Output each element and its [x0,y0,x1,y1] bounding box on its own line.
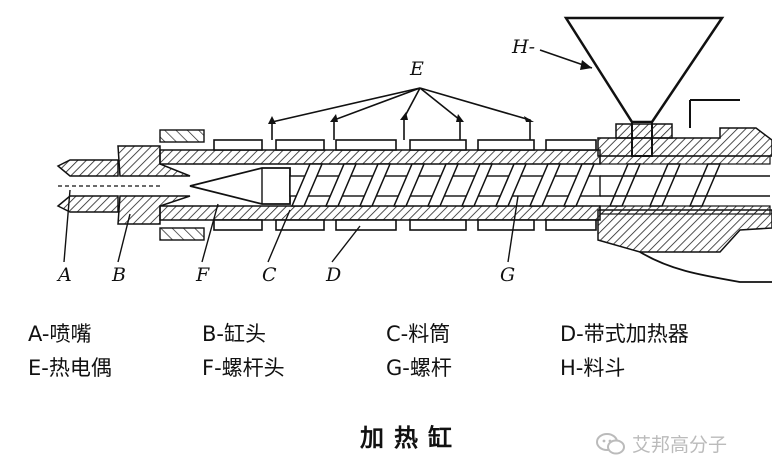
legend-item: D-带式加热器 [560,322,689,346]
legend-item: C-料筒 [386,322,451,346]
label-h: H- [512,36,535,58]
legend-item: H-料斗 [560,356,626,380]
legend-item: G-螺杆 [386,356,452,380]
bottom-leaders [63,189,519,263]
screw [289,163,770,207]
heating-cylinder-diagram [56,16,772,283]
label-f: F [196,264,210,286]
nozzle [56,159,160,213]
legend-item: F-螺杆头 [202,356,285,380]
thermocouple-pointers [271,87,531,140]
label-a: A [58,264,72,286]
wechat-icon [596,432,625,454]
watermark: 艾邦高分子 [596,430,727,457]
hopper [563,16,725,157]
barrel-head [117,129,205,241]
legend-item: A-喷嘴 [28,322,92,346]
label-b: B [112,264,126,286]
screw-head [189,167,291,205]
label-d: D [326,264,342,286]
label-g: G [500,264,516,286]
legend-item: E-热电偶 [28,356,112,380]
figure-caption: 加热缸 [360,423,462,452]
legend-item: B-缸头 [202,322,266,346]
watermark-text: 艾邦高分子 [632,434,728,456]
label-c: C [262,264,277,286]
heater-bands [213,139,597,231]
label-e: E [410,58,424,80]
